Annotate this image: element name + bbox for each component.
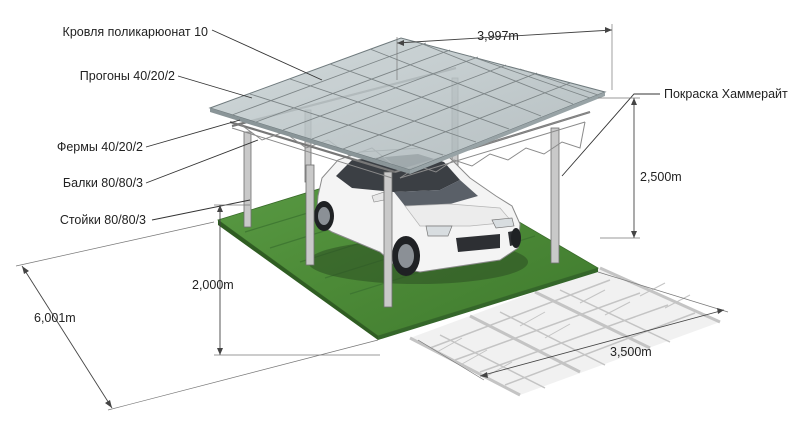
label-paint: Покраска Хаммерайт: [664, 87, 788, 101]
dimension-total-height: 2,500m: [640, 170, 682, 184]
label-posts: Стойки 80/80/3: [60, 213, 146, 227]
roof-polycarbonate: [208, 37, 607, 174]
dimension-base-width: 3,500m: [610, 345, 652, 359]
leader-lines: [145, 29, 660, 221]
label-trusses: Фермы 40/20/2: [57, 140, 143, 154]
dimension-lines: [15, 24, 729, 411]
dimension-length: 6,001m: [34, 311, 76, 325]
label-roofing: Кровля поликарюонат 10: [63, 25, 209, 39]
dimension-roof-width: 3,997m: [477, 29, 519, 43]
label-beams: Балки 80/80/3: [63, 176, 143, 190]
ground-shadow: [409, 266, 721, 397]
front-posts: [305, 127, 560, 308]
dimension-post-height: 2,000m: [192, 278, 234, 292]
label-purlins: Прогоны 40/20/2: [80, 69, 175, 83]
